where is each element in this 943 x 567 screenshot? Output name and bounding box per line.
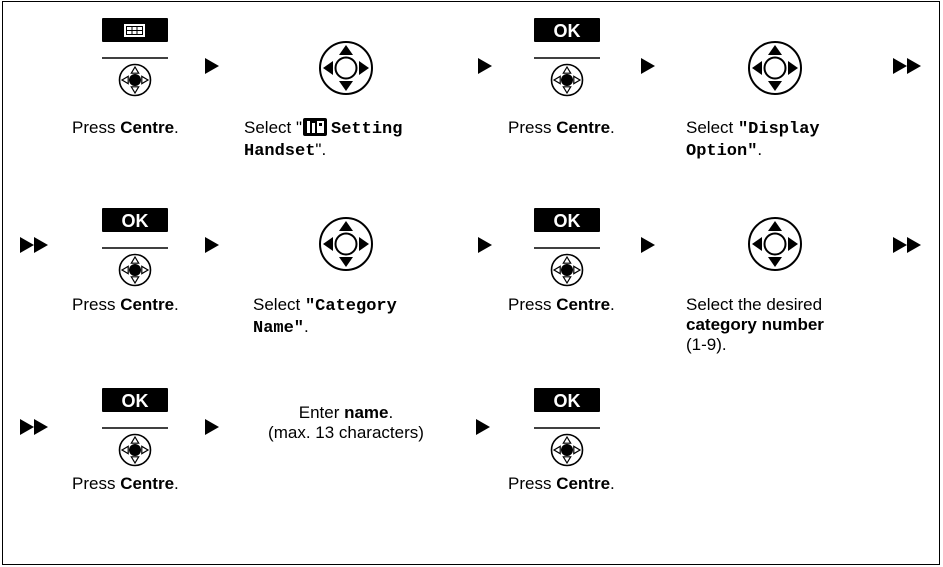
step-caption: Press Centre.: [508, 295, 615, 314]
setting-handset-icon: [303, 118, 328, 136]
ok-label: OK: [122, 211, 149, 231]
ok-label: OK: [554, 391, 581, 411]
step-caption: Press Centre.: [72, 118, 179, 137]
ok-softkey-button[interactable]: OK: [102, 208, 168, 298]
step-caption: Press Centre.: [508, 474, 615, 493]
double-arrow-icon: [893, 58, 921, 74]
step-caption: Select "Setting Handset".: [244, 118, 403, 161]
menu-grid-icon: [124, 24, 145, 37]
ok-softkey-button[interactable]: OK: [534, 208, 600, 298]
step-caption: Press Centre.: [72, 474, 179, 493]
step-caption: Select "Display Option".: [686, 118, 820, 161]
arrow-icon: [476, 419, 490, 435]
step-caption: Press Centre.: [72, 295, 179, 314]
step-caption: Press Centre.: [508, 118, 615, 137]
navigator-key-icon[interactable]: [747, 40, 803, 96]
arrow-icon: [205, 419, 219, 435]
arrow-icon: [478, 58, 492, 74]
step-caption: Enter name. (max. 13 characters): [268, 403, 424, 442]
navigator-key-icon[interactable]: [318, 40, 374, 96]
ok-label: OK: [554, 211, 581, 231]
step-caption: Select the desired category number (1-9)…: [686, 295, 824, 354]
ok-softkey-button[interactable]: OK: [102, 388, 168, 478]
step-caption: Select "Category Name".: [253, 295, 397, 338]
arrow-icon: [478, 237, 492, 253]
arrow-icon: [641, 237, 655, 253]
navigator-key-icon[interactable]: [747, 216, 803, 272]
menu-softkey-button[interactable]: [102, 18, 168, 108]
ok-softkey-button[interactable]: OK: [534, 388, 600, 478]
ok-softkey-button[interactable]: OK: [534, 18, 600, 108]
arrow-icon: [641, 58, 655, 74]
arrow-icon: [205, 237, 219, 253]
double-arrow-icon: [20, 419, 48, 435]
arrow-icon: [205, 58, 219, 74]
ok-label: OK: [554, 21, 581, 41]
ok-label: OK: [122, 391, 149, 411]
double-arrow-icon: [893, 237, 921, 253]
navigator-key-icon[interactable]: [318, 216, 374, 272]
double-arrow-icon: [20, 237, 48, 253]
